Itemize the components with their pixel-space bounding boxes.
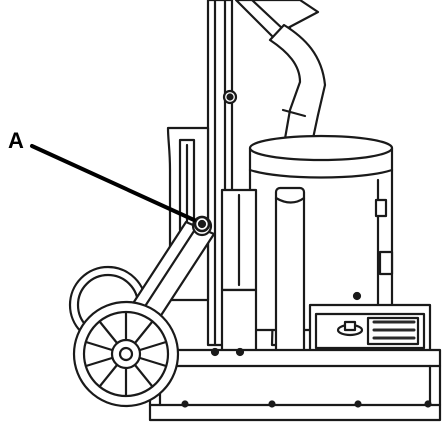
central-column [220,188,258,362]
callout-leader-line [30,144,196,222]
callout-label-a: A [8,128,24,153]
front-wheel [72,300,180,408]
motor-housing [248,134,394,332]
base-deck [148,347,442,422]
lower-hose-segment [274,186,306,360]
wheel-spokes [84,311,168,397]
pivot-bolt [193,215,211,233]
handle-mast [206,0,238,347]
